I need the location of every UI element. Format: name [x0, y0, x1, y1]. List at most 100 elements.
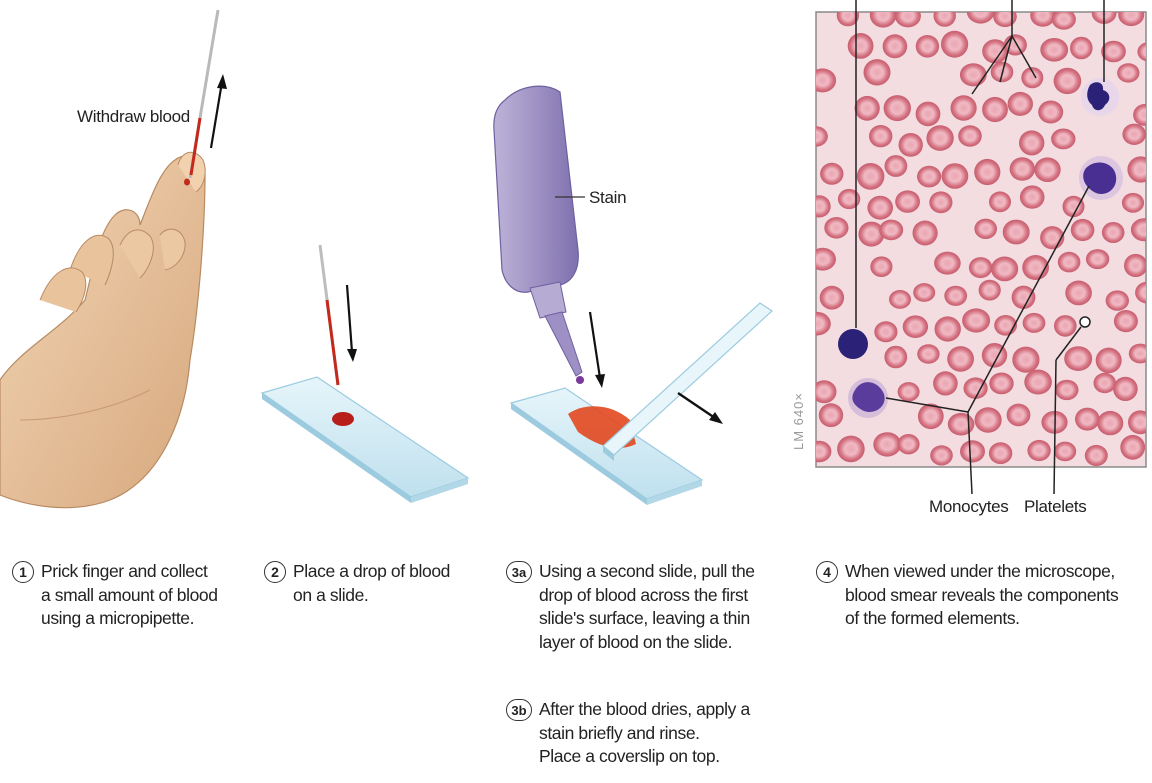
- red-blood-cell: [1054, 68, 1082, 94]
- red-blood-cell: [885, 155, 908, 177]
- red-blood-cell: [960, 440, 985, 462]
- red-blood-cell: [1020, 185, 1045, 208]
- red-blood-cell: [941, 31, 968, 58]
- red-blood-cell: [989, 373, 1013, 395]
- red-blood-cell: [857, 163, 885, 190]
- step-text: Place a drop of bloodon a slide.: [293, 560, 450, 607]
- red-blood-cell: [1040, 38, 1068, 62]
- magnification-label: LM 640×: [791, 392, 806, 450]
- red-blood-cell: [864, 59, 891, 85]
- step-3b: 3b After the blood dries, apply astain b…: [506, 698, 750, 769]
- red-blood-cell: [895, 190, 920, 212]
- spreader-slide: [603, 303, 772, 461]
- red-blood-cell: [869, 125, 892, 147]
- blood-drop-on-slide: [332, 412, 354, 426]
- red-blood-cell: [1054, 442, 1076, 462]
- red-blood-cell: [820, 163, 843, 185]
- step-4: 4 When viewed under the microscope,blood…: [816, 560, 1118, 631]
- hand-illustration: [0, 152, 205, 507]
- monocytes-label: Monocytes: [929, 498, 1009, 515]
- red-blood-cell: [933, 371, 958, 395]
- red-blood-cell: [1113, 377, 1138, 401]
- red-blood-cell: [934, 5, 956, 27]
- red-blood-cell: [974, 159, 1000, 185]
- red-blood-cell: [879, 220, 903, 241]
- red-blood-cell: [917, 166, 941, 188]
- red-blood-cell: [958, 125, 982, 146]
- red-blood-cell: [884, 95, 911, 121]
- red-blood-cell: [1070, 37, 1093, 60]
- step-badge: 3a: [506, 561, 532, 583]
- red-blood-cell: [1106, 290, 1129, 310]
- red-blood-cell: [916, 35, 939, 58]
- red-blood-cell: [1054, 315, 1077, 337]
- red-blood-cell: [1086, 249, 1109, 269]
- step-badge: 4: [816, 561, 838, 583]
- red-blood-cell: [1065, 281, 1092, 306]
- red-blood-cell: [895, 5, 921, 28]
- red-blood-cell: [991, 257, 1018, 282]
- red-blood-cell: [803, 312, 831, 336]
- red-blood-cell: [989, 442, 1012, 464]
- slide-1: [262, 377, 468, 503]
- red-blood-cell: [889, 290, 911, 309]
- red-blood-cell: [809, 68, 836, 92]
- red-blood-cell: [807, 441, 832, 463]
- red-blood-cell: [1120, 435, 1145, 460]
- stain-label: Stain: [589, 189, 626, 206]
- red-blood-cell: [929, 191, 952, 213]
- red-blood-cell: [1008, 92, 1033, 116]
- step-text: When viewed under the microscope,blood s…: [845, 560, 1118, 631]
- red-blood-cell: [979, 280, 1001, 301]
- arrow-right-icon: [678, 393, 723, 424]
- red-blood-cell: [883, 34, 908, 58]
- red-blood-cell: [1129, 344, 1152, 364]
- red-blood-cell: [870, 2, 897, 27]
- red-blood-cell: [1101, 41, 1126, 63]
- arrow-down-icon: [347, 285, 357, 362]
- red-blood-cell: [1051, 129, 1075, 150]
- red-blood-cell: [1007, 404, 1031, 427]
- red-blood-cell: [1023, 313, 1046, 333]
- red-blood-cell: [1128, 410, 1152, 434]
- red-blood-cell: [1055, 380, 1078, 400]
- red-blood-cell: [944, 286, 967, 306]
- red-blood-cell: [962, 308, 990, 332]
- red-blood-cell: [1124, 254, 1147, 277]
- blood-drop: [184, 179, 190, 186]
- red-blood-cell: [837, 436, 865, 463]
- red-blood-cell: [951, 95, 977, 120]
- red-blood-cell: [969, 257, 992, 278]
- red-blood-cell: [926, 125, 953, 151]
- red-blood-cell: [1097, 411, 1123, 435]
- red-blood-cell: [1024, 370, 1052, 395]
- red-blood-cell: [947, 346, 974, 372]
- step-text: Prick finger and collecta small amount o…: [41, 560, 218, 631]
- red-blood-cell: [1118, 4, 1144, 27]
- step-text: After the blood dries, apply astain brie…: [539, 698, 750, 769]
- red-blood-cell: [1122, 124, 1146, 145]
- red-blood-cell: [809, 248, 836, 271]
- pipette-2: [320, 245, 338, 385]
- red-blood-cell: [1071, 219, 1095, 241]
- red-blood-cell: [1012, 286, 1036, 309]
- step-badge: 3b: [506, 699, 532, 721]
- red-blood-cell: [1117, 63, 1139, 82]
- platelets-label: Platelets: [1024, 498, 1087, 515]
- red-blood-cell: [1003, 220, 1030, 245]
- red-blood-cell: [899, 133, 923, 157]
- red-blood-cell: [935, 316, 961, 341]
- red-blood-cell: [884, 346, 907, 369]
- red-blood-cell: [974, 219, 997, 239]
- red-blood-cell: [855, 96, 880, 121]
- red-blood-cell: [975, 407, 1002, 432]
- red-blood-cell: [993, 6, 1017, 27]
- red-blood-cell: [1075, 408, 1100, 431]
- red-blood-cell: [1094, 373, 1116, 393]
- step-text: Using a second slide, pull thedrop of bl…: [539, 560, 755, 654]
- micropipette: [190, 10, 218, 178]
- red-blood-cell: [1010, 157, 1035, 181]
- stain-bottle: [494, 86, 584, 384]
- red-blood-cell: [898, 382, 920, 401]
- red-blood-cell: [948, 413, 975, 436]
